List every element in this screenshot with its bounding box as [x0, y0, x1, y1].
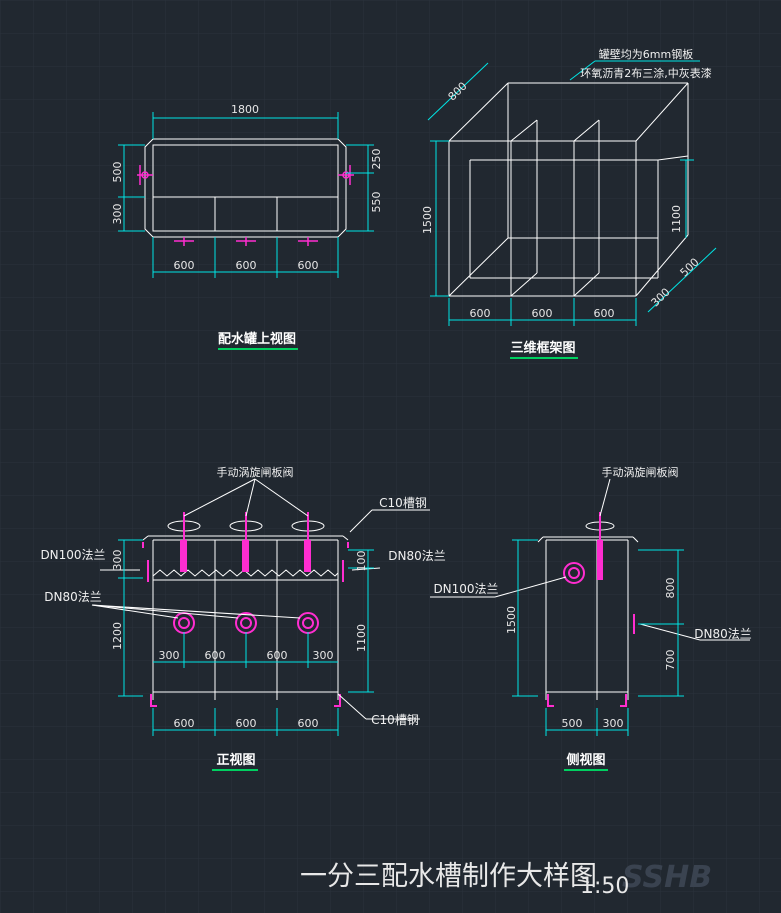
- top-dim-total: 1800: [231, 103, 259, 116]
- front-dim-1200: 1200: [111, 622, 124, 650]
- side-view-title: 侧视图: [566, 752, 605, 768]
- front-dim-inner-300a: 300: [159, 649, 180, 662]
- main-title: 一分三配水槽制作大样图: [300, 861, 597, 892]
- front-c10-bottom-label: C10槽钢: [371, 713, 419, 727]
- front-dim-inner-600b: 600: [267, 649, 288, 662]
- side-flanges: [547, 512, 635, 707]
- top-dim-bottom-1: 600: [174, 259, 195, 272]
- front-dim-bottom-2: 600: [236, 717, 257, 730]
- side-dim-700: 700: [664, 650, 677, 671]
- front-dim-inner-300b: 300: [313, 649, 334, 662]
- top-view-title: 配水罐上视图: [218, 331, 296, 347]
- iso-dim-1500: 1500: [421, 206, 434, 234]
- top-dim-300: 300: [111, 204, 124, 225]
- iso-note-line2: 环氧沥青2布三涂,中灰表漆: [580, 66, 712, 80]
- valve-2: [229, 512, 263, 572]
- front-dim-lines: [118, 539, 374, 736]
- iso-note-line1: 罐壁均为6mm钢板: [599, 47, 693, 61]
- top-view: [118, 112, 374, 278]
- front-view: [142, 535, 349, 700]
- top-dim-bottom-3: 600: [298, 259, 319, 272]
- top-dim-550: 550: [370, 192, 383, 213]
- side-valve-label: 手动涡旋闸板阀: [602, 465, 679, 479]
- front-dn80-right-label: DN80法兰: [388, 549, 446, 563]
- side-dim-300: 300: [603, 717, 624, 730]
- top-dim-500: 500: [111, 162, 124, 183]
- front-dn100-label: DN100法兰: [40, 548, 105, 562]
- side-dim-1500: 1500: [505, 606, 518, 634]
- iso-dim-bottom-2: 600: [532, 307, 553, 320]
- top-flange-group: [137, 165, 354, 246]
- top-dim-lines: [118, 112, 374, 278]
- side-dim-lines: [512, 539, 684, 736]
- front-valves: [167, 512, 325, 572]
- front-view-title: 正视图: [216, 752, 255, 768]
- side-dim-500: 500: [562, 717, 583, 730]
- front-c10-top-label: C10槽钢: [379, 496, 427, 510]
- front-dim-1100: 1100: [355, 624, 368, 652]
- front-dim-100: 100: [355, 551, 368, 572]
- valve-3: [291, 512, 325, 572]
- scale-label: 1:50: [580, 874, 629, 899]
- watermark: SSHB: [622, 860, 712, 895]
- front-dim-inner-600a: 600: [205, 649, 226, 662]
- iso-dim-lines: [427, 60, 717, 326]
- iso-dim-bottom-3: 600: [594, 307, 615, 320]
- iso-dim-bottom-1: 600: [470, 307, 491, 320]
- front-leaders: [91, 478, 430, 720]
- side-dn80-label: DN80法兰: [694, 627, 752, 641]
- front-dim-300: 300: [111, 550, 124, 571]
- iso-view: [448, 82, 689, 297]
- iso-dim-1100: 1100: [670, 205, 683, 233]
- front-valve-label: 手动涡旋闸板阀: [217, 465, 294, 479]
- valve-1: [167, 512, 201, 572]
- front-dn80-left-label: DN80法兰: [44, 590, 102, 604]
- top-dim-bottom-2: 600: [236, 259, 257, 272]
- front-dim-bottom-3: 600: [298, 717, 319, 730]
- side-leaders: [430, 478, 750, 641]
- side-dim-800: 800: [664, 578, 677, 599]
- top-dim-250: 250: [370, 149, 383, 170]
- side-dn100-label: DN100法兰: [433, 582, 498, 596]
- front-dim-bottom-1: 600: [174, 717, 195, 730]
- iso-view-title: 三维框架图: [510, 340, 575, 356]
